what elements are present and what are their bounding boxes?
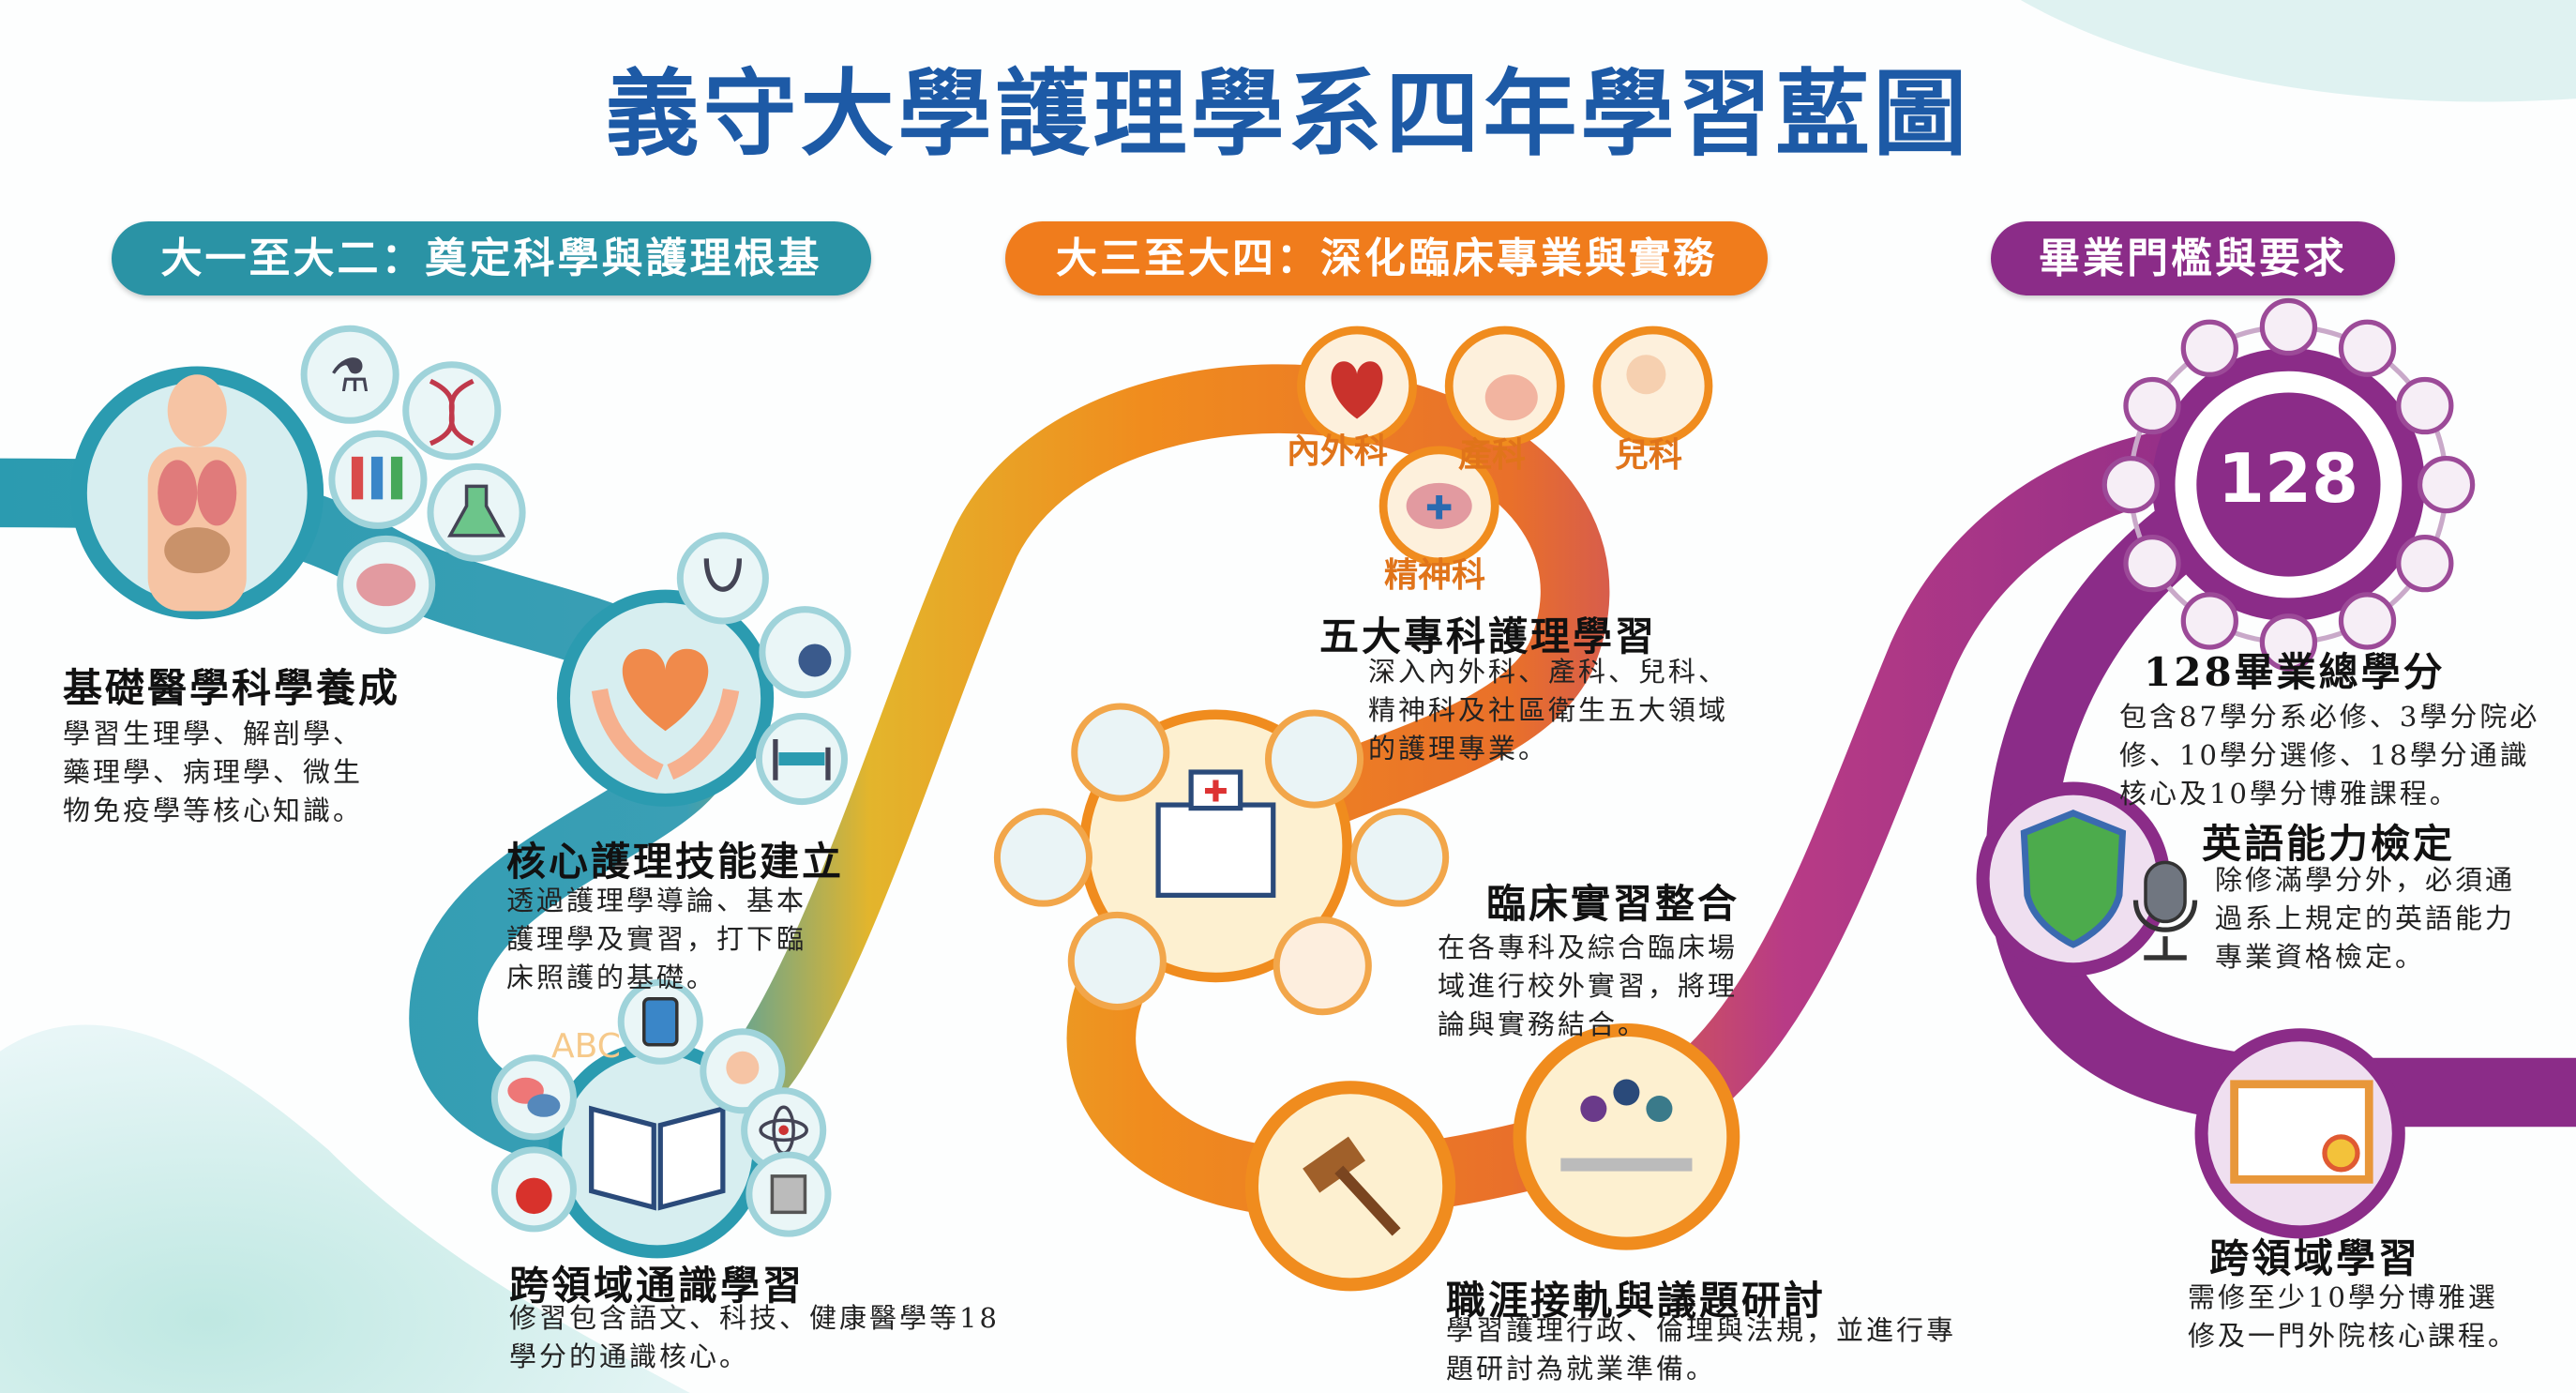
page-title: 義守大學護理學系四年學習藍圖 — [605, 59, 1971, 169]
core-skills-title: 核心護理技能建立 — [506, 839, 845, 885]
interdisciplinary-desc: 需修至少10學分博雅選修及一門外院核心課程。 — [2188, 1281, 2519, 1352]
chat-bubbles-icon — [490, 1054, 577, 1141]
stethoscope-icon — [676, 532, 769, 625]
brain-icon — [337, 535, 436, 634]
microscope-icon: ⚗ — [300, 325, 399, 424]
credits-ring-icon — [2101, 297, 2476, 672]
background-wave-right — [2020, 0, 2576, 102]
basic-science-desc: 學習生理學、解剖學、藥理學、病理學、微生物免疫學等核心知識。 — [63, 718, 364, 826]
five-specialties-title: 五大專科護理學習 — [1319, 613, 1658, 659]
career-desc: 學習護理行政、倫理與法規，並進行專題研討為就業準備。 — [1446, 1314, 1957, 1385]
test-tubes-icon — [328, 430, 428, 529]
english-title: 英語能力檢定 — [2202, 821, 2456, 867]
basic-science-title: 基礎醫學科學養成 — [63, 665, 401, 711]
label-obstetrics: 產科 — [1458, 436, 1527, 475]
career-title: 職涯接軌與議題研討 — [1446, 1278, 1827, 1324]
label-internal-surgical: 內外科 — [1287, 432, 1389, 471]
body-anatomy-icon — [70, 366, 324, 620]
svg-text:✚: ✚ — [1425, 489, 1453, 527]
certificate-icon — [2194, 1028, 2405, 1239]
stage-pill-year1-2: 大一至大二：奠定科學與護理根基 — [112, 221, 871, 295]
svg-text:⚗: ⚗ — [329, 348, 370, 402]
clinical-title: 臨床實習整合 — [1486, 881, 1740, 927]
credits-badge: 128 — [2217, 439, 2359, 518]
tablet-icon — [617, 978, 703, 1065]
dna-icon — [402, 361, 502, 461]
stage-pill-year3-4: 大三至大四：深化臨床專業與實務 — [1005, 221, 1768, 295]
english-desc: 除修滿學分外，必須通過系上規定的英語能力專業資格檢定。 — [2215, 864, 2516, 973]
pregnancy-icon — [1444, 326, 1565, 447]
clinical-scene-icons — [993, 703, 1450, 1016]
core-skills-desc: 透過護理學導論、基本護理學及實習，打下臨床照護的基礎。 — [506, 885, 807, 993]
blood-pressure-icon — [759, 606, 851, 699]
microphone-icon — [2132, 860, 2198, 961]
general-ed-title: 跨領域通識學習 — [509, 1263, 806, 1309]
total-credits-desc: 包含87學分系必修、3學分院必修、10學分選修、18學分通識核心及10學分博雅課… — [2119, 701, 2540, 810]
clinical-desc: 在各專科及綜合臨床場域進行校外實習，將理論與實務結合。 — [1438, 931, 1739, 1040]
psychiatry-brain-icon: ✚ — [1378, 446, 1499, 567]
apple-icon — [490, 1146, 577, 1233]
label-pediatrics: 兒科 — [1615, 436, 1683, 475]
flask-icon — [427, 462, 526, 562]
meeting-icon — [1513, 1022, 1740, 1250]
interdisciplinary-title: 跨領域學習 — [2209, 1235, 2421, 1281]
heart-lungs-icon — [1297, 326, 1418, 447]
shield-icon — [1976, 781, 2171, 977]
mind-icon — [700, 1028, 786, 1114]
gavel-icon — [1244, 1081, 1456, 1292]
stage-pill-graduation: 畢業門檻與要求 — [1991, 221, 2395, 295]
caring-hands-icon — [556, 589, 775, 807]
background-wave-left — [0, 1024, 690, 1393]
abc-icon-text: ABC — [551, 1027, 621, 1066]
five-specialties-desc: 深入內外科、產科、兒科、精神科及社區衛生五大領域的護理專業。 — [1368, 656, 1729, 765]
label-psychiatric: 精神科 — [1384, 556, 1486, 595]
baby-icon — [1592, 326, 1713, 447]
total-credits-title: 128畢業總學分 — [2144, 649, 2446, 695]
pillar-icon — [746, 1151, 832, 1237]
svg-text:✚: ✚ — [1203, 776, 1228, 810]
hospital-bed-icon — [755, 713, 848, 806]
